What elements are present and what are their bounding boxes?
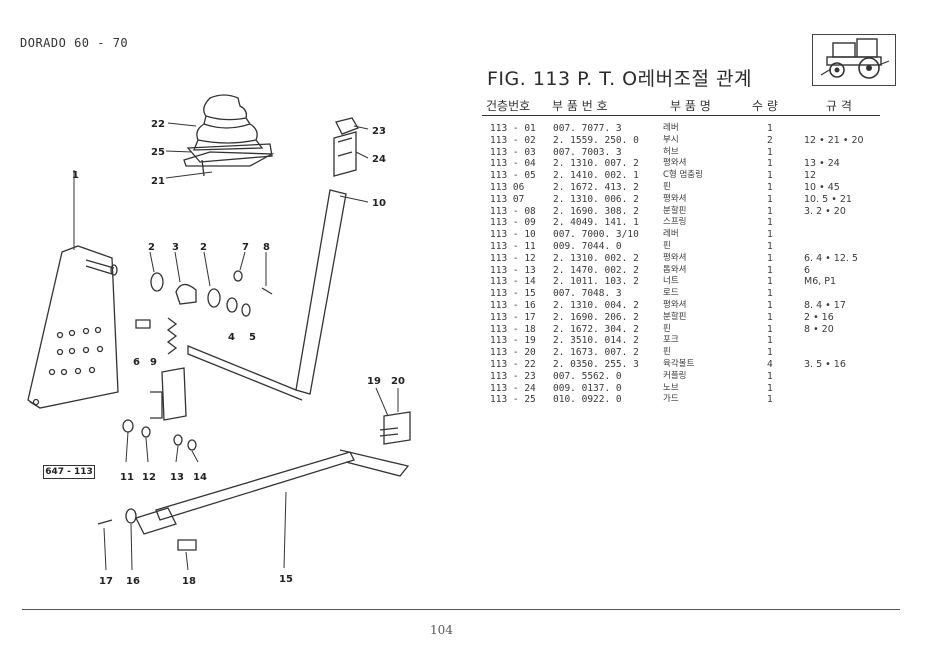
tractor-icon xyxy=(812,34,896,86)
figure-title: FIG. 113 P. T. O레버조절 관계 xyxy=(487,68,753,90)
figure-code: 647 - 113 xyxy=(43,465,95,479)
callout-9: 9 xyxy=(150,357,157,368)
callout-14: 14 xyxy=(193,472,207,483)
col-header-spec: 규 격 xyxy=(826,99,852,113)
callout-3: 3 xyxy=(172,242,179,253)
callout-19: 19 xyxy=(367,376,381,387)
model-name: DORADO 60 - 70 xyxy=(20,36,129,50)
callout-11: 11 xyxy=(120,472,134,483)
callout-12: 12 xyxy=(142,472,156,483)
callout-8: 8 xyxy=(263,242,270,253)
bracket-plate-drawing xyxy=(27,245,119,409)
callout-2b: 2 xyxy=(200,242,207,253)
col-header-ref: 건층번호 xyxy=(486,99,531,113)
callout-24: 24 xyxy=(372,154,386,165)
callout-22: 22 xyxy=(151,119,165,130)
callout-16: 16 xyxy=(126,576,140,587)
page-number: 104 xyxy=(430,623,453,637)
callout-10: 10 xyxy=(372,198,386,209)
callout-21: 21 xyxy=(151,176,165,187)
callout-1: 1 xyxy=(72,170,79,181)
callout-17: 17 xyxy=(99,576,113,587)
callout-20: 20 xyxy=(391,376,405,387)
col-header-part-number: 부 품 번 호 xyxy=(552,99,608,113)
callout-13: 13 xyxy=(170,472,184,483)
callout-15: 15 xyxy=(279,574,293,585)
footer-rule xyxy=(22,609,900,610)
callout-23: 23 xyxy=(372,126,386,137)
callout-4: 4 xyxy=(228,332,235,343)
col-header-name: 부 품 명 xyxy=(670,99,711,113)
col-header-qty: 수 량 xyxy=(752,99,778,113)
callout-6: 6 xyxy=(133,357,140,368)
bracket-holes xyxy=(32,326,104,406)
header-rule xyxy=(482,115,880,116)
callout-25: 25 xyxy=(151,147,165,158)
callout-18: 18 xyxy=(182,576,196,587)
exploded-parts-drawing: 1 2 3 2 7 8 4 5 6 9 10 11 12 13 14 15 16… xyxy=(27,94,411,587)
callout-5: 5 xyxy=(249,332,256,343)
callout-7: 7 xyxy=(242,242,249,253)
callout-2: 2 xyxy=(148,242,155,253)
